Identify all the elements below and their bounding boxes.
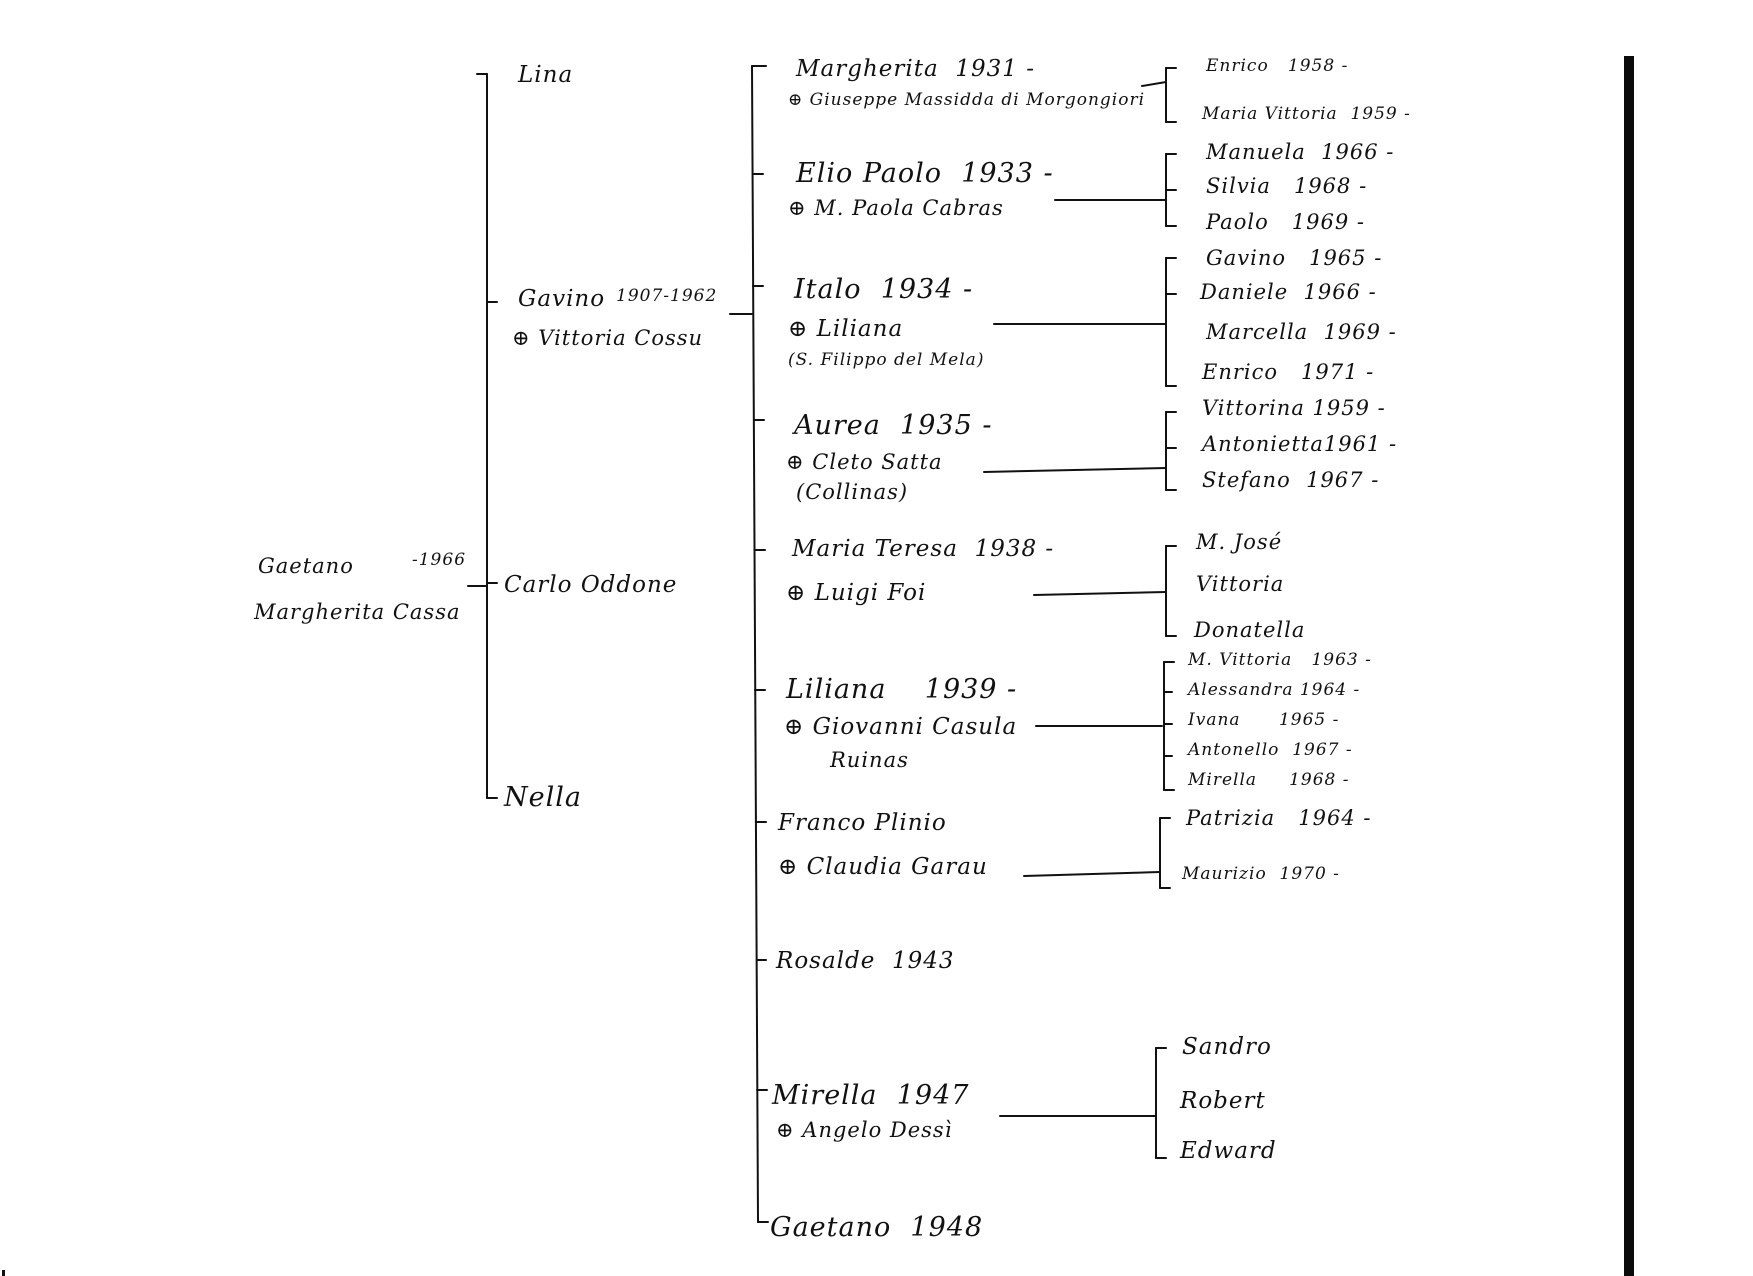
great-grandchild: Patrizia 1964 -	[1186, 806, 1372, 830]
great-grandchild: Robert	[1180, 1088, 1266, 1114]
grandchild-spouse: ⊕ M. Paola Cabras	[788, 196, 1004, 220]
great-grandchild: Mirella 1968 -	[1188, 770, 1350, 790]
grandchild-spouse: ⊕ Luigi Foi	[786, 580, 927, 606]
great-grandchild: Maurizio 1970 -	[1182, 864, 1340, 884]
great-grandchild: Ivana 1965 -	[1188, 710, 1340, 730]
margherita-connector	[1141, 81, 1167, 87]
grandchild-spouse-note: (S. Filippo del Mela)	[788, 350, 985, 370]
great-grandchild: Marcella 1969 -	[1206, 320, 1397, 344]
scan-page-edge	[1624, 56, 1634, 1276]
great-grandchild: Gavino 1965 -	[1206, 246, 1383, 270]
grandchild-name: Aurea 1935 -	[794, 410, 993, 441]
root-spouse: Margherita Cassa	[254, 600, 461, 624]
great-grandchild: Antonietta1961 -	[1202, 432, 1398, 456]
grandchild-name: Rosalde 1943	[776, 948, 955, 974]
grandchild-spouse: ⊕ Angelo Dessì	[776, 1118, 953, 1142]
grandchild-name: Gaetano 1948	[770, 1212, 984, 1243]
grandchild-name: Margherita 1931 -	[796, 56, 1035, 82]
grandchild-spouse: ⊕ Liliana	[788, 316, 904, 342]
root-name: Gaetano	[258, 554, 354, 578]
great-grandchild: Donatella	[1194, 618, 1306, 642]
great-grandchild: Paolo 1969 -	[1206, 210, 1365, 234]
grandchild-spouse-note: (Collinas)	[796, 480, 909, 504]
grandchild-name: Maria Teresa 1938 -	[792, 536, 1055, 562]
root-year: -1966	[412, 550, 467, 570]
grandchild-name: Mirella 1947	[772, 1080, 970, 1111]
grandchild-spouse-note: Ruinas	[830, 748, 909, 772]
grandchild-spouse: ⊕ Cleto Satta	[786, 450, 943, 474]
great-grandchild: Stefano 1967 -	[1202, 468, 1380, 492]
great-grandchild: Vittorina 1959 -	[1202, 396, 1386, 420]
grandchild-name: Italo 1934 -	[794, 274, 974, 305]
mariateresa-connector	[1033, 591, 1167, 596]
child-name: Lina	[518, 62, 574, 88]
great-grandchild: M. José	[1196, 530, 1283, 554]
grandchild-spouse: ⊕ Giuseppe Massidda di Morgongiori	[788, 90, 1146, 110]
grandchild-spouse: ⊕ Claudia Garau	[778, 854, 988, 880]
great-grandchild: Enrico 1971 -	[1202, 360, 1375, 384]
spouse-name: Vittoria Cossu	[538, 326, 704, 350]
great-grandchild: Daniele 1966 -	[1200, 280, 1377, 304]
great-grandchild: Edward	[1180, 1138, 1277, 1164]
scan-speck	[2, 1270, 5, 1276]
child-spouse: ⊕ Vittoria Cossu	[512, 328, 703, 349]
grandchild-name: Elio Paolo 1933 -	[796, 158, 1054, 189]
great-grandchild: Sandro	[1182, 1034, 1272, 1060]
grandchild-name: Franco Plinio	[778, 810, 947, 836]
great-grandchild: Vittoria	[1196, 572, 1285, 596]
franco-connector	[1023, 871, 1161, 877]
great-grandchild: Manuela 1966 -	[1206, 140, 1395, 164]
grandchild-name: Liliana 1939 -	[786, 674, 1018, 705]
great-grandchild: M. Vittoria 1963 -	[1188, 650, 1372, 670]
great-grandchild: Enrico 1958 -	[1206, 56, 1349, 76]
great-grandchild: Maria Vittoria 1959 -	[1202, 104, 1411, 124]
child-name: Carlo Oddone	[504, 572, 678, 598]
grandchild-spouse: ⊕ Giovanni Casula	[784, 714, 1018, 740]
marriage-symbol: ⊕	[512, 326, 531, 350]
aurea-connector	[983, 467, 1167, 473]
great-grandchild: Silvia 1968 -	[1206, 174, 1368, 198]
child-name: Gavino	[518, 286, 606, 312]
grandchildren-bracket	[751, 65, 759, 1223]
great-grandchild: Antonello 1967 -	[1188, 740, 1353, 760]
child-years: 1907-1962	[616, 286, 718, 306]
child-name: Nella	[504, 782, 582, 813]
great-grandchild: Alessandra 1964 -	[1188, 680, 1361, 700]
